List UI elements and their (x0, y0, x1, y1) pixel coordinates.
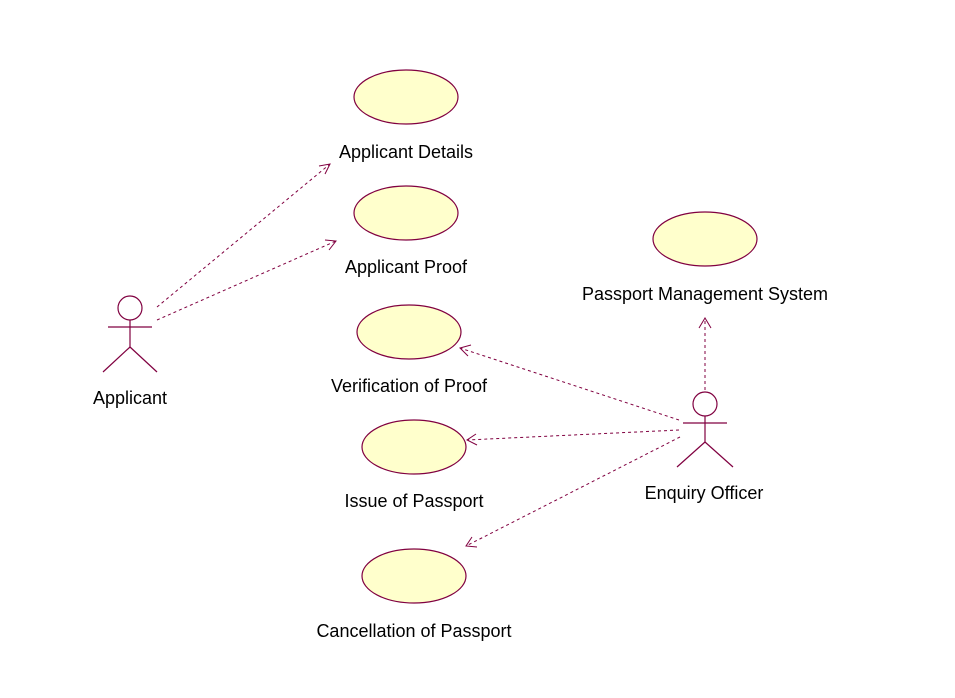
actor-label-applicant: Applicant (93, 388, 167, 408)
actor-applicant[interactable]: Applicant (93, 295, 167, 408)
dependency-officer-to-passport-management-system[interactable] (698, 317, 712, 390)
usecase-verification-of-proof[interactable]: Verification of Proof (331, 304, 488, 396)
arrow-head (324, 239, 337, 251)
usecase-passport-management-system[interactable]: Passport Management System (582, 211, 828, 304)
dependency-applicant-to-applicant-proof[interactable] (156, 239, 337, 321)
usecase-label-applicant-proof: Applicant Proof (345, 257, 468, 277)
actor-label-enquiry-officer: Enquiry Officer (645, 483, 764, 503)
dependency-applicant-to-applicant-details[interactable] (156, 163, 331, 308)
usecase-label-applicant-details: Applicant Details (339, 142, 473, 162)
usecase-label-verification-of-proof: Verification of Proof (331, 376, 488, 396)
actor-left-leg (676, 441, 706, 468)
arrow-head (698, 317, 712, 329)
actor-left-leg (102, 346, 131, 373)
dependency-officer-to-cancellation-of-passport[interactable] (465, 436, 681, 548)
usecase-ellipse[interactable] (361, 419, 467, 475)
arrow-head (466, 433, 478, 446)
dependency-line[interactable] (466, 429, 680, 441)
dependency-officer-to-issue-of-passport[interactable] (466, 429, 680, 446)
actor-right-leg (129, 346, 158, 373)
dependency-line[interactable] (459, 347, 680, 421)
usecase-issue-of-passport[interactable]: Issue of Passport (344, 419, 484, 511)
arrow-head (459, 344, 472, 357)
dependency-line[interactable] (156, 163, 331, 308)
usecase-label-issue-of-passport: Issue of Passport (344, 491, 483, 511)
dependency-line[interactable] (156, 240, 337, 321)
usecase-cancellation-of-passport[interactable]: Cancellation of Passport (316, 548, 512, 641)
actor-head (117, 295, 143, 321)
usecase-ellipse[interactable] (353, 69, 459, 125)
usecase-label-cancellation-of-passport: Cancellation of Passport (316, 621, 511, 641)
arrow-head (318, 163, 331, 175)
usecase-applicant-proof[interactable]: Applicant Proof (345, 185, 468, 277)
usecase-label-passport-management-system: Passport Management System (582, 284, 828, 304)
usecase-ellipse[interactable] (652, 211, 758, 267)
dependency-line[interactable] (465, 436, 681, 547)
actor-right-leg (704, 441, 734, 468)
actor-enquiry-officer[interactable]: Enquiry Officer (645, 391, 764, 503)
usecase-applicant-details[interactable]: Applicant Details (339, 69, 473, 162)
usecase-ellipse[interactable] (361, 548, 467, 604)
usecase-ellipse[interactable] (353, 185, 459, 241)
actor-head (692, 391, 718, 417)
usecase-ellipse[interactable] (356, 304, 462, 360)
dependency-officer-to-verification-of-proof[interactable] (459, 344, 680, 421)
arrow-head (465, 536, 478, 548)
